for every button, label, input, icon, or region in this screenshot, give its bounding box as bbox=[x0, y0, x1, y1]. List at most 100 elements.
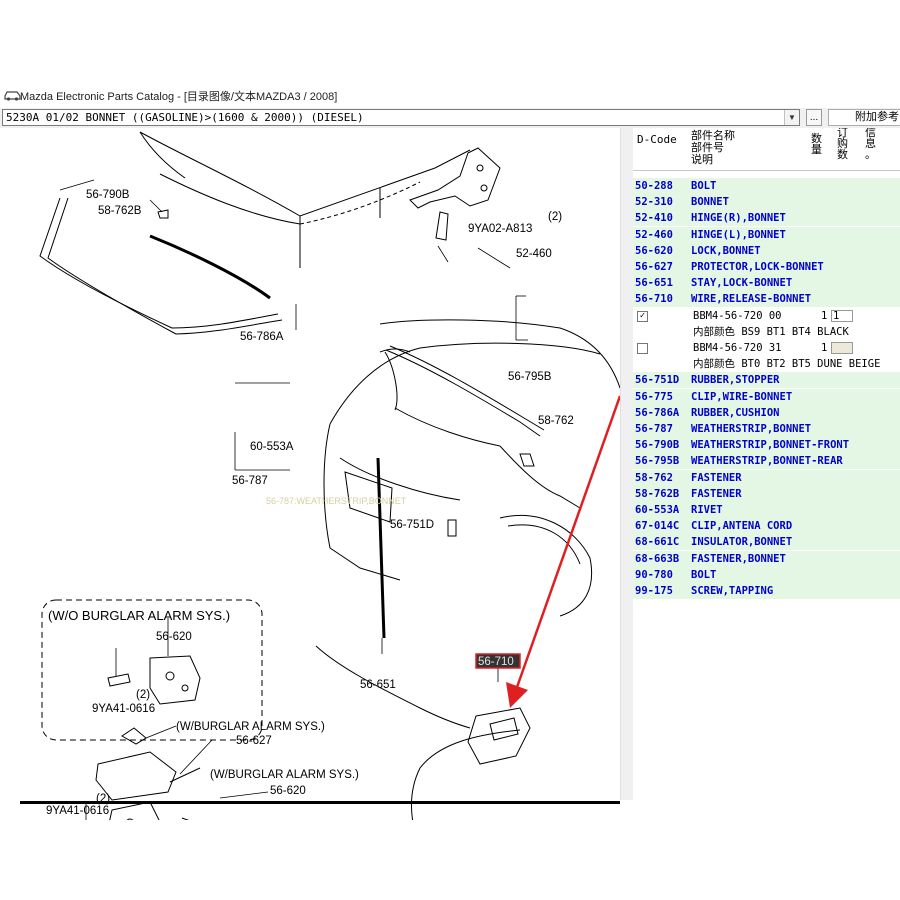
catalog-window: Mazda Electronic Parts Catalog - [目录图像/文… bbox=[0, 80, 900, 820]
row-description: WEATHERSTRIP,BONNET-FRONT bbox=[691, 439, 850, 452]
parts-list-row[interactable]: 67-014C CLIP,ANTENA CORD bbox=[633, 518, 900, 535]
row-description: RIVET bbox=[691, 504, 723, 516]
weatherstrip-rear-illustration bbox=[385, 345, 545, 467]
browse-button[interactable]: ... bbox=[806, 109, 822, 126]
parts-list-header: D-Code 部件名称 部件号 说明 数量 订购数 信息。 bbox=[633, 128, 900, 171]
row-dcode: 58-762B bbox=[635, 487, 680, 500]
row-dcode: 68-661C bbox=[635, 536, 680, 549]
parts-list-row[interactable]: 60-553A RIVET bbox=[633, 502, 900, 518]
callout-56-787[interactable]: 56-787 bbox=[232, 475, 268, 487]
callout-58-762b[interactable]: 58-762B bbox=[98, 205, 142, 217]
header-description[interactable]: 说明 bbox=[691, 154, 713, 166]
callout-56-795b[interactable]: 56-795B bbox=[508, 371, 552, 383]
row-dcode: 90-780 bbox=[635, 568, 673, 581]
row-description: CLIP,ANTENA CORD bbox=[691, 520, 793, 533]
row-dcode: 56-620 bbox=[635, 244, 673, 257]
model-section-select[interactable]: 5230A 01/02 BONNET ((GASOLINE)>(1600 & 2… bbox=[2, 109, 800, 126]
row-dcode: 52-410 bbox=[635, 212, 673, 225]
variant-checkbox[interactable]: ✓ bbox=[637, 310, 648, 322]
parts-list-row[interactable]: 56-790B WEATHERSTRIP,BONNET-FRONT bbox=[633, 437, 900, 454]
callout-60-553a[interactable]: 60-553A bbox=[250, 441, 294, 453]
header-quantity[interactable]: 数量 bbox=[811, 133, 822, 156]
variant-checkbox[interactable] bbox=[637, 343, 648, 354]
row-description: BOLT bbox=[691, 568, 717, 581]
row-dcode: 60-553A bbox=[635, 504, 680, 516]
diagram-horizontal-scrollbar[interactable] bbox=[20, 801, 620, 804]
extra-reference-button[interactable]: 附加参考 bbox=[828, 109, 900, 126]
row-description: BONNET bbox=[691, 196, 729, 209]
header-part-number[interactable]: 部件号 bbox=[691, 142, 724, 154]
callout-56-710[interactable]: 56-710 bbox=[478, 656, 514, 668]
row-description: RUBBER,STOPPER bbox=[691, 374, 780, 387]
callout-56-790b[interactable]: 56-790B bbox=[86, 189, 130, 201]
diagram-vertical-scrollbar[interactable] bbox=[620, 128, 633, 800]
callout-58-762[interactable]: 58-762 bbox=[538, 415, 574, 427]
callout-52-460[interactable]: 52-460 bbox=[516, 248, 552, 260]
callout-56-620-w[interactable]: 56-620 bbox=[270, 785, 306, 797]
callout-leader-lines bbox=[59, 179, 528, 820]
header-part-name[interactable]: 部件名称 bbox=[691, 130, 735, 142]
variant-quantity: 1 bbox=[821, 342, 828, 354]
header-dcode[interactable]: D-Code bbox=[637, 133, 677, 146]
exploded-parts-diagram: 56-790B 58-762B 56-786A 60-553A 56-787 5… bbox=[39, 131, 620, 820]
row-dcode: 56-627 bbox=[635, 261, 673, 273]
parts-list-row[interactable]: 56-751D RUBBER,STOPPER bbox=[633, 372, 900, 389]
callout-56-620-wo[interactable]: 56-620 bbox=[156, 631, 192, 643]
callout-56-751d[interactable]: 56-751D bbox=[390, 519, 434, 531]
callout-9ya41-0616-w[interactable]: 9YA41-0616 bbox=[46, 805, 109, 817]
row-dcode: 50-288 bbox=[635, 180, 673, 192]
row-dcode: 56-751D bbox=[635, 374, 680, 387]
parts-diagram-pane[interactable]: 56-790B 58-762B 56-786A 60-553A 56-787 5… bbox=[0, 128, 620, 820]
weatherstrip-front-illustration bbox=[39, 197, 283, 335]
row-dcode: 56-795B bbox=[635, 455, 680, 468]
model-section-value: 5230A 01/02 BONNET ((GASOLINE)>(1600 & 2… bbox=[6, 111, 364, 124]
row-description: PROTECTOR,LOCK-BONNET bbox=[691, 261, 824, 273]
row-description: FASTENER bbox=[691, 487, 742, 500]
callout-56-651[interactable]: 56-651 bbox=[360, 679, 396, 691]
release-cable-illustration bbox=[315, 645, 531, 820]
row-description: WIRE,RELEASE-BONNET bbox=[691, 293, 812, 306]
row-description: CLIP,WIRE-BONNET bbox=[691, 390, 793, 403]
dropdown-arrow-icon[interactable]: ▼ bbox=[784, 110, 799, 125]
row-description: FASTENER,BONNET bbox=[691, 552, 786, 565]
callout-9ya41-0616-wo[interactable]: 9YA41-0616 bbox=[92, 703, 155, 715]
callout-56-786a[interactable]: 56-786A bbox=[240, 331, 284, 343]
vehicle-body-illustration bbox=[323, 319, 620, 617]
parts-list-row[interactable]: 58-762B FASTENER bbox=[633, 485, 900, 502]
car-app-icon bbox=[4, 91, 21, 101]
row-dcode: 56-787 bbox=[635, 423, 673, 435]
callout-9ya02-a813[interactable]: 9YA02-A813 bbox=[468, 223, 532, 235]
hinge-illustration bbox=[409, 147, 501, 241]
toolbar: 5230A 01/02 BONNET ((GASOLINE)>(1600 & 2… bbox=[0, 108, 900, 128]
header-order-count[interactable]: 订购数 bbox=[837, 128, 848, 161]
header-info[interactable]: 信息。 bbox=[865, 128, 876, 161]
order-quantity-input[interactable]: 1 bbox=[831, 309, 853, 322]
row-dcode: 56-790B bbox=[635, 439, 680, 452]
order-quantity-input[interactable] bbox=[831, 342, 853, 354]
w-alarm-title-2: (W/BURGLAR ALARM SYS.) bbox=[210, 769, 359, 781]
title-bar: Mazda Electronic Parts Catalog - [目录图像/文… bbox=[0, 80, 900, 108]
row-dcode: 67-014C bbox=[635, 520, 680, 533]
callout-56-627[interactable]: 56-627 bbox=[236, 735, 272, 747]
parts-list-row[interactable]: 56-627 PROTECTOR,LOCK-BONNET bbox=[633, 259, 900, 275]
parts-list-row[interactable]: 90-780 BOLT bbox=[633, 566, 900, 583]
selected-callout-box bbox=[476, 654, 520, 668]
row-dcode: 52-460 bbox=[635, 228, 673, 241]
wo-alarm-box bbox=[41, 599, 263, 741]
w-alarm-title-1: (W/BURGLAR ALARM SYS.) bbox=[176, 721, 325, 733]
